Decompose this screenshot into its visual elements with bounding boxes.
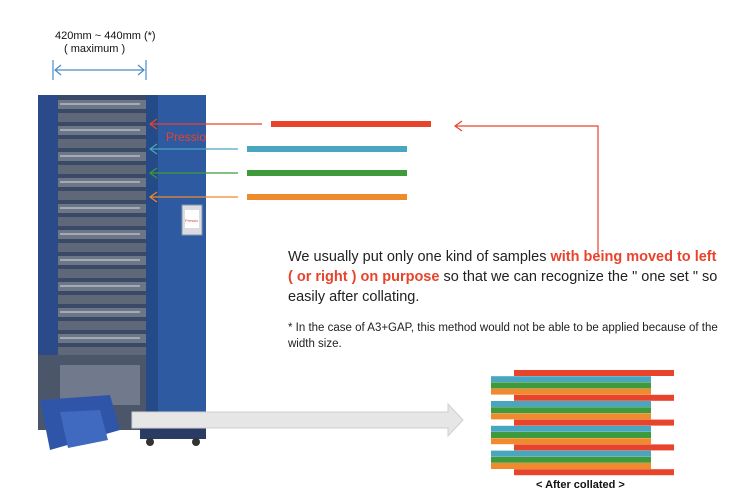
sample-arrow-red xyxy=(148,118,431,130)
collated-layer-red xyxy=(514,370,674,376)
collated-layer-orange xyxy=(491,388,651,395)
collated-stack xyxy=(491,370,674,476)
explanation-highlight: with being moved to left ( or right ) on… xyxy=(288,249,717,285)
collated-layer-red xyxy=(514,419,674,426)
collated-layer-teal xyxy=(491,450,651,457)
explanation-part1: We usually put only one kind of samples xyxy=(288,249,551,265)
collated-layer-orange xyxy=(491,438,651,445)
collated-layer-green xyxy=(491,407,651,414)
collated-layer-red xyxy=(514,469,674,476)
dimension-maximum-text: ( maximum ) xyxy=(64,43,126,55)
machine-brand-label: Pressio xyxy=(166,130,206,144)
collated-layer-red xyxy=(514,444,674,451)
output-arrow xyxy=(131,402,464,438)
after-collated-caption: < After collated > xyxy=(536,479,625,491)
explanation-text: We usually put only one kind of samples … xyxy=(288,247,718,307)
collated-layer-teal xyxy=(491,401,651,407)
sample-arrow-teal xyxy=(148,143,407,155)
collated-layer-orange xyxy=(491,413,651,420)
dimension-arrow xyxy=(52,60,147,80)
callout-connector xyxy=(453,120,599,256)
collated-layer-green xyxy=(491,456,651,463)
collated-layer-teal xyxy=(491,376,651,383)
dimension-range-text: 420mm ~ 440mm (*) xyxy=(55,30,156,42)
machine-left-rail xyxy=(38,95,58,425)
collator-machine xyxy=(38,95,206,450)
explanation-part2: so that we can recognize the " one set "… xyxy=(288,269,718,305)
sample-arrow-orange xyxy=(148,191,407,203)
collated-layer-teal xyxy=(491,425,651,432)
panel-brand-label: Pressio xyxy=(185,218,199,223)
collated-layer-red xyxy=(514,394,674,401)
width-note: * In the case of A3+GAP, this method wou… xyxy=(288,322,718,350)
collated-layer-green xyxy=(491,382,651,389)
sample-arrow-green xyxy=(148,167,407,179)
collated-layer-orange xyxy=(491,463,651,469)
collated-layer-green xyxy=(491,432,651,438)
